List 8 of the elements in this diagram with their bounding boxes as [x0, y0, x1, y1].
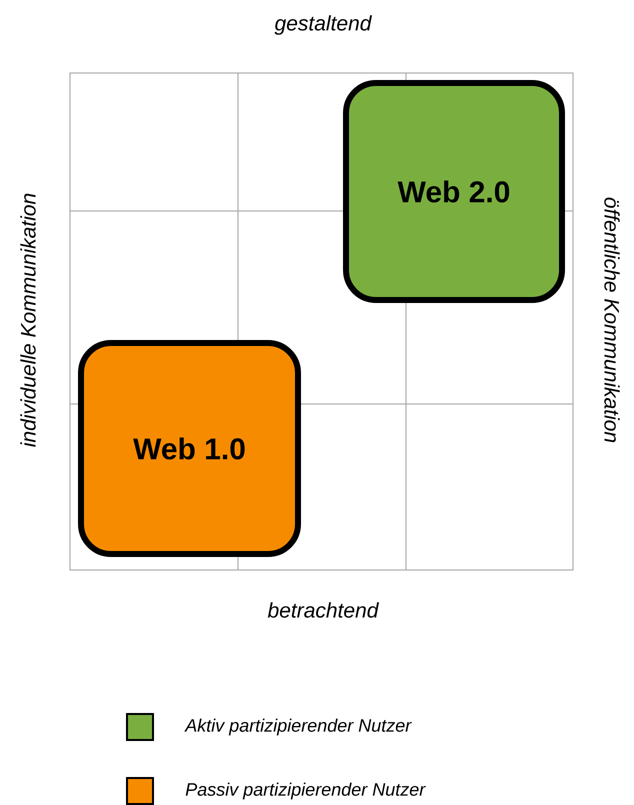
- axis-label: betrachtend: [268, 602, 379, 618]
- rounded-box: Web 2.0: [343, 80, 565, 303]
- legend-text: Aktiv partizipierender Nutzer: [184, 718, 412, 736]
- axis-label: öffentliche Kommunikation: [604, 198, 620, 442]
- rounded-box: Web 1.0: [78, 340, 301, 557]
- axis-label: gestaltend: [274, 15, 372, 35]
- axis-label: individuelle Kommunikation: [20, 194, 36, 447]
- legend-text: Passiv partizipierender Nutzer: [186, 782, 426, 800]
